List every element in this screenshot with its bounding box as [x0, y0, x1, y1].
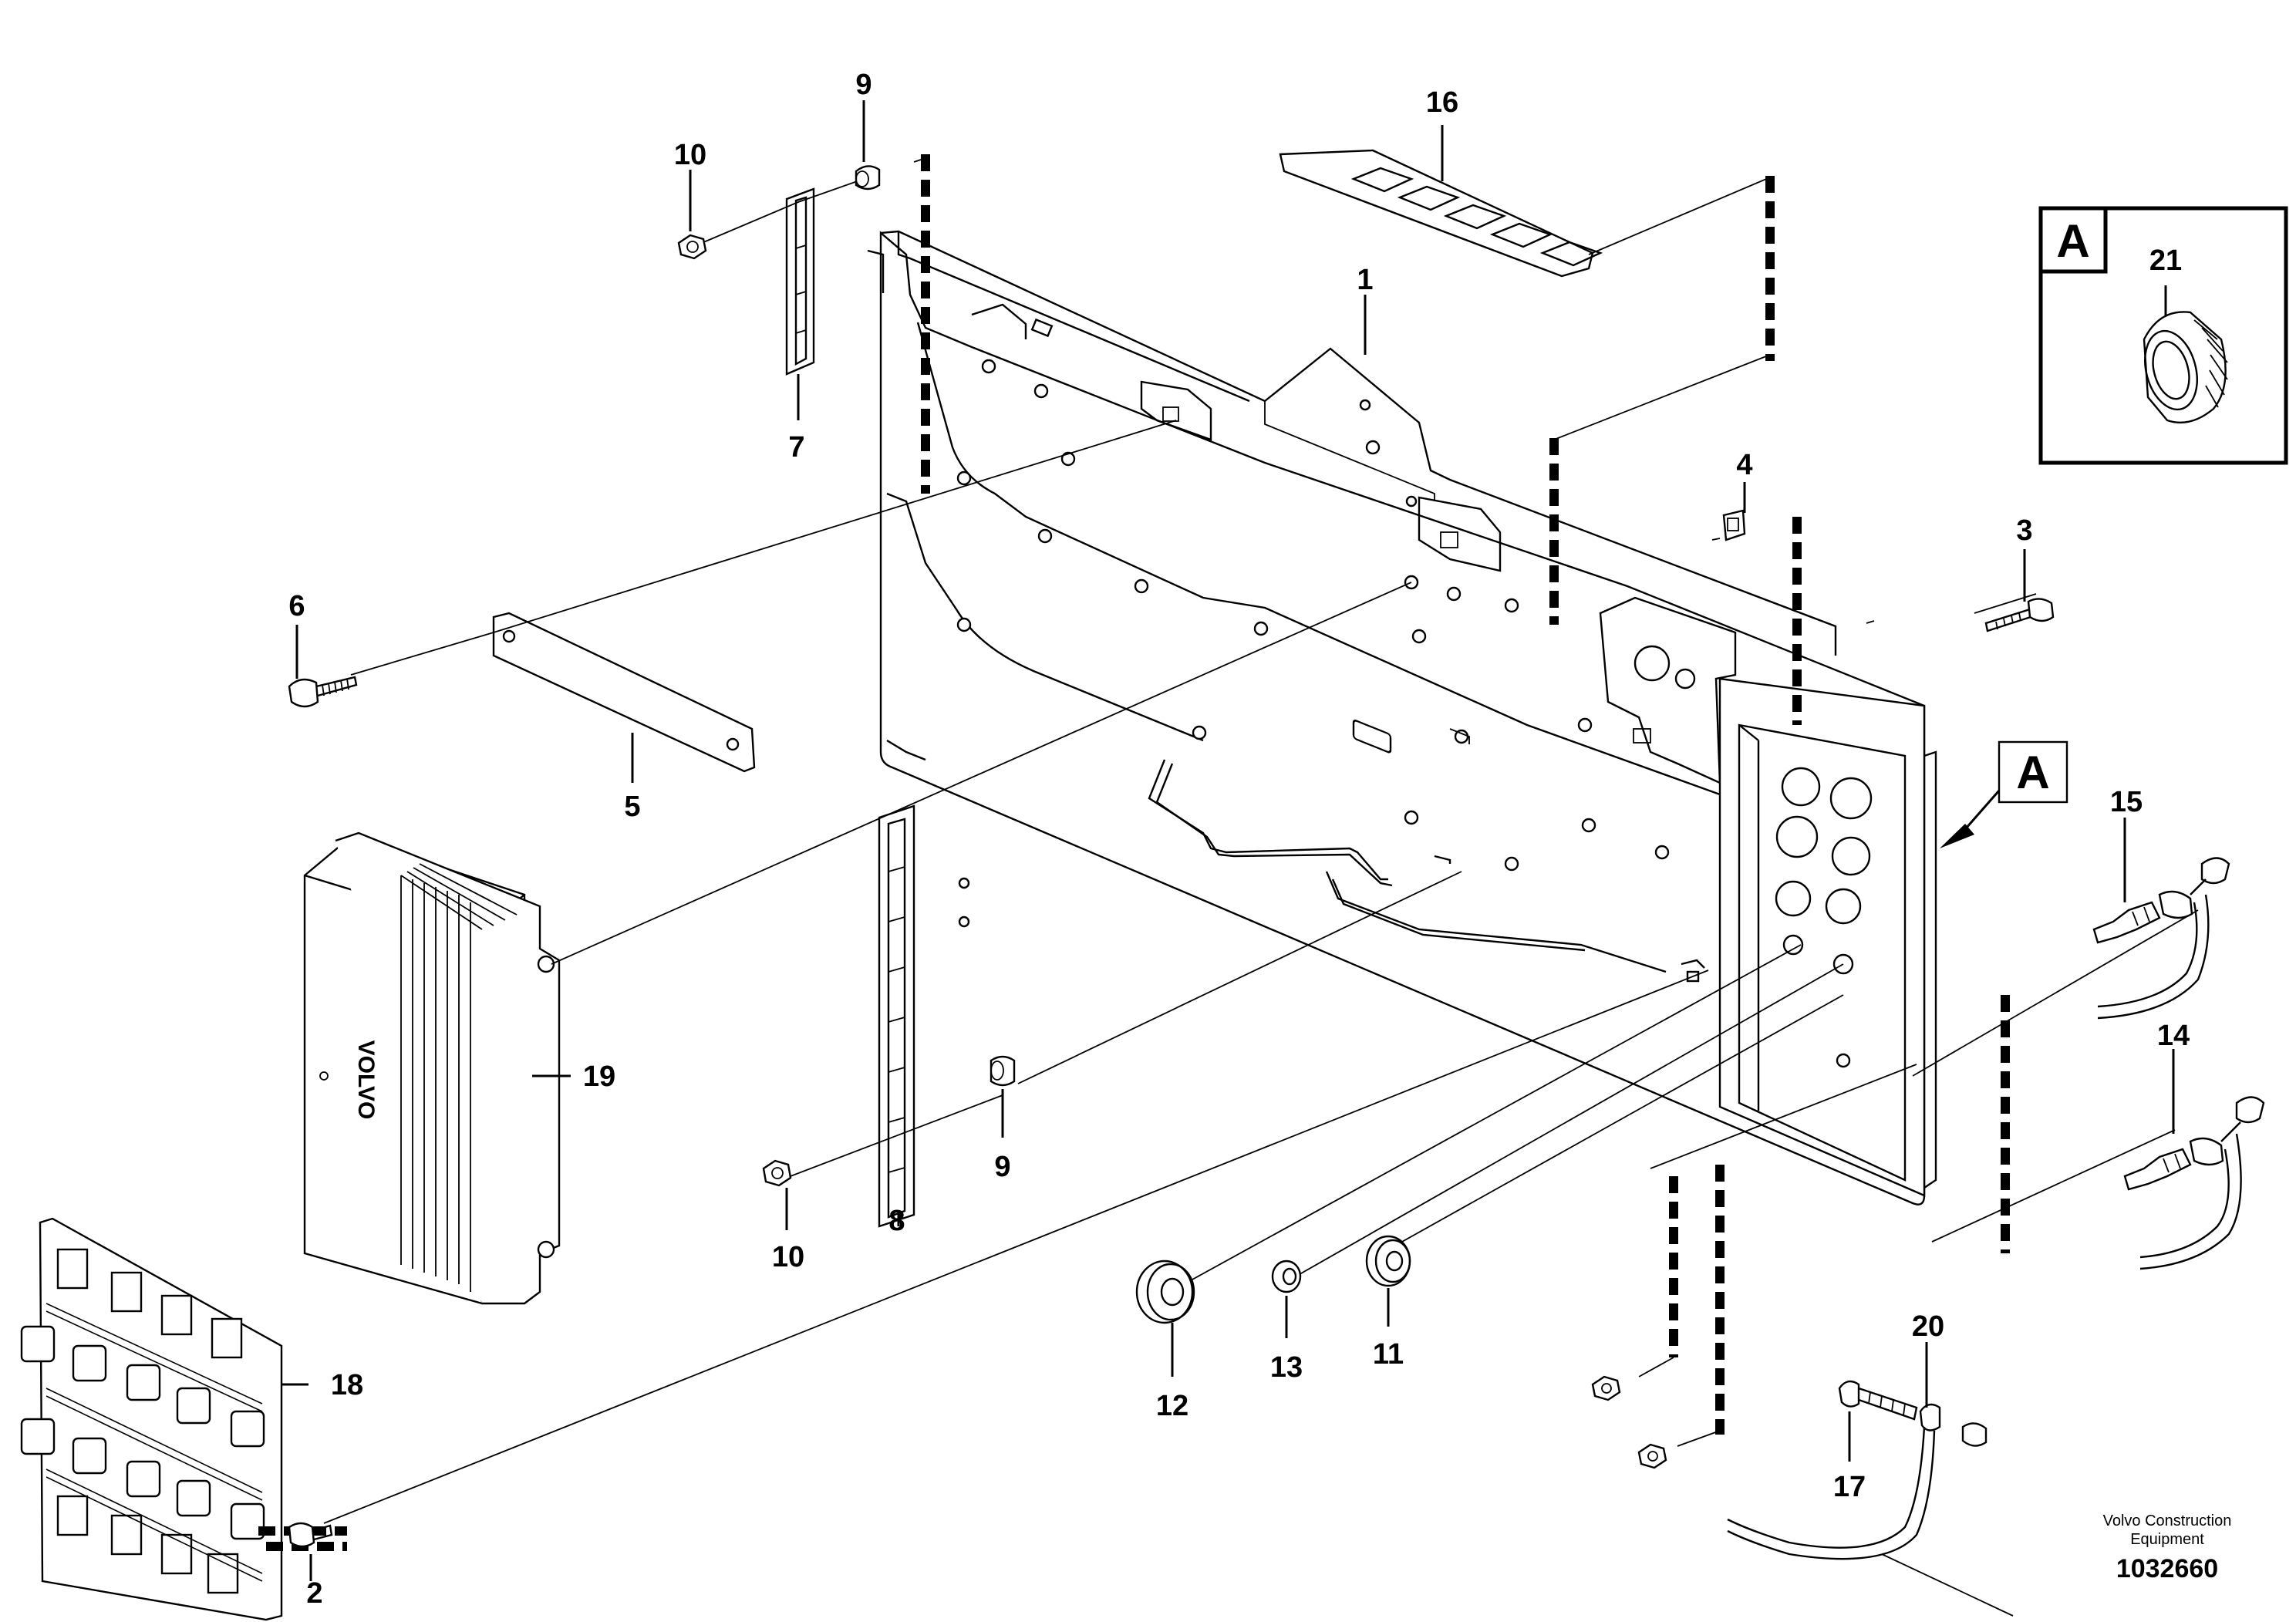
clip-strip-top [785, 187, 815, 376]
assembly-lines [323, 157, 2199, 1617]
callout-18: 18 [331, 1369, 363, 1401]
callout-15: 15 [2110, 786, 2143, 818]
callout-10-middle: 10 [772, 1241, 804, 1273]
cable-guides [921, 154, 2010, 1435]
callout-12: 12 [1156, 1390, 1188, 1422]
detail-a-box: A [2038, 206, 2288, 465]
callout-5: 5 [624, 791, 640, 823]
callout-leaders [282, 100, 2175, 1581]
callout-13: 13 [1270, 1351, 1303, 1384]
drawing-number: 1032660 [2116, 1554, 2218, 1583]
callout-10-top: 10 [674, 139, 706, 171]
callout-20: 20 [1912, 1310, 1944, 1343]
callout-1: 1 [1357, 264, 1373, 296]
callout-17: 17 [1833, 1471, 1866, 1503]
callout-9-top: 9 [855, 69, 872, 101]
knob-icon [2143, 311, 2228, 423]
callout-9-middle: 9 [994, 1151, 1010, 1183]
relay-circuit-board [20, 1217, 347, 1621]
detail-a-letter: A [2056, 215, 2089, 267]
callout-2: 2 [306, 1577, 322, 1610]
callout-6: 6 [288, 590, 305, 622]
callout-3: 3 [2016, 514, 2032, 547]
clip-strip-middle [878, 804, 915, 1228]
hardware [288, 165, 2055, 1548]
callout-21: 21 [2149, 244, 2182, 277]
control-unit: VOLVO [303, 831, 561, 1305]
drawing-footer: Volvo Construction Equipment 1032660 [2103, 1512, 2232, 1583]
company-name-line1: Volvo Construction [2103, 1512, 2232, 1529]
callout-7: 7 [788, 431, 804, 464]
callout-19: 19 [583, 1061, 615, 1093]
callout-labels: 1 2 3 4 5 6 7 8 9 9 10 10 11 12 13 14 15… [288, 69, 2190, 1610]
callout-8: 8 [888, 1205, 905, 1237]
support-bracket [492, 612, 756, 773]
callout-11: 11 [1373, 1338, 1404, 1371]
mounting-plate [867, 230, 1937, 1206]
grommet-strip [1279, 149, 1603, 754]
callout-4: 4 [1736, 449, 1752, 481]
callout-14: 14 [2157, 1020, 2190, 1052]
volvo-brand-label: VOLVO [353, 1040, 379, 1120]
callout-16: 16 [1426, 86, 1458, 119]
ground-cables [1727, 857, 2265, 1560]
view-a-pointer: A [1940, 740, 2068, 848]
view-a-letter: A [2016, 747, 2049, 798]
company-name-line2: Equipment [2130, 1531, 2204, 1548]
